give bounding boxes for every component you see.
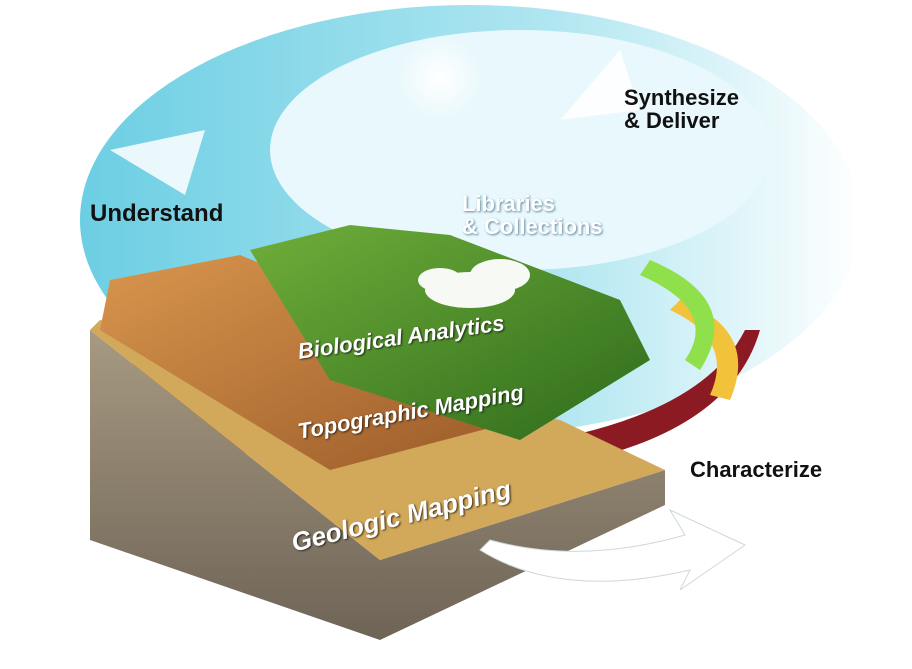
arrow-right-icon bbox=[479, 508, 747, 591]
topographic-layer bbox=[100, 255, 520, 470]
libraries-label: Libraries & Collections bbox=[462, 191, 603, 240]
understand-label: Understand bbox=[90, 200, 224, 227]
arrow-up-icon bbox=[560, 50, 640, 120]
characterize-label: Characterize bbox=[690, 457, 823, 482]
yellow-ring bbox=[670, 300, 739, 400]
light-glow bbox=[395, 33, 485, 123]
synthesize-label: Synthesize & Deliver bbox=[624, 85, 739, 134]
red-ring bbox=[120, 300, 760, 480]
arrow-down-icon bbox=[110, 130, 205, 195]
biological-layer bbox=[250, 225, 650, 440]
cloud-icon bbox=[418, 259, 530, 308]
green-ring bbox=[640, 260, 715, 370]
